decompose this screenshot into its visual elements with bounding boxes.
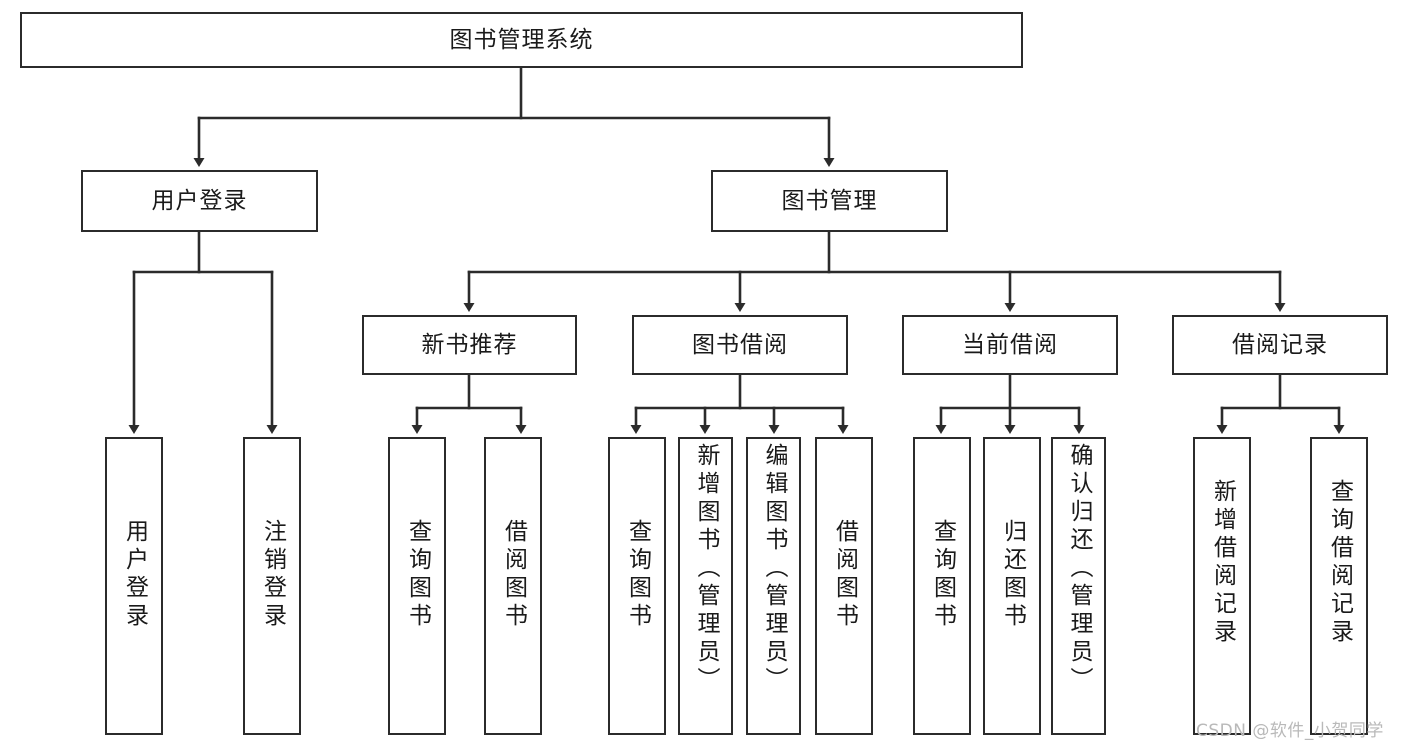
node-label: 用户登录 — [151, 187, 248, 214]
node-label: 当前借阅 — [962, 331, 1058, 358]
leaf-borrow-record-add-record[interactable]: 新增借阅记录 — [1193, 437, 1251, 735]
leaf-current-borrow-query-book[interactable]: 查询图书 — [913, 437, 971, 735]
node-label: 查询图书 — [404, 519, 431, 631]
leaf-new-book-query-book[interactable]: 查询图书 — [388, 437, 446, 735]
leaf-book-borrow-borrow-book[interactable]: 借阅图书 — [815, 437, 873, 735]
leaf-user-login-logout[interactable]: 注销登录 — [243, 437, 301, 735]
node-label: 新增借阅记录 — [1209, 479, 1236, 647]
node-label: 借阅记录 — [1232, 331, 1328, 358]
leaf-new-book-borrow-book[interactable]: 借阅图书 — [484, 437, 542, 735]
leaf-current-borrow-return-book[interactable]: 归还图书 — [983, 437, 1041, 735]
leaf-user-login-login[interactable]: 用户登录 — [105, 437, 163, 735]
node-label: 查询图书 — [929, 519, 956, 631]
leaf-book-borrow-edit-book-admin[interactable]: 编辑图书（管理员） — [746, 437, 801, 735]
node-label: 用户登录 — [121, 519, 148, 631]
leaf-current-borrow-confirm-return-admin[interactable]: 确认归还（管理员） — [1051, 437, 1106, 735]
node-new-book-recommend[interactable]: 新书推荐 — [362, 315, 577, 375]
node-root-book-management-system[interactable]: 图书管理系统 — [20, 12, 1023, 68]
node-label: 查询图书 — [624, 519, 651, 631]
node-label: 图书管理 — [781, 187, 878, 214]
node-label: 注销登录 — [259, 519, 286, 631]
leaf-book-borrow-query-book[interactable]: 查询图书 — [608, 437, 666, 735]
node-label: 图书借阅 — [692, 331, 788, 358]
leaf-book-borrow-add-book-admin[interactable]: 新增图书（管理员） — [678, 437, 733, 735]
node-label: 新增图书（管理员） — [693, 443, 719, 695]
csdn-watermark: CSDN @软件_小贺同学 — [1196, 721, 1384, 741]
node-label: 查询借阅记录 — [1326, 479, 1353, 647]
node-label: 图书管理系统 — [449, 26, 594, 53]
node-label: 确认归还（管理员） — [1066, 443, 1092, 695]
node-user-login[interactable]: 用户登录 — [81, 170, 318, 232]
node-label: 归还图书 — [999, 519, 1026, 631]
node-label: 编辑图书（管理员） — [761, 443, 787, 695]
node-label: 新书推荐 — [421, 331, 518, 358]
node-borrow-record[interactable]: 借阅记录 — [1172, 315, 1388, 375]
node-current-borrow[interactable]: 当前借阅 — [902, 315, 1118, 375]
node-label: 借阅图书 — [500, 519, 527, 631]
node-book-management[interactable]: 图书管理 — [711, 170, 948, 232]
leaf-borrow-record-query-record[interactable]: 查询借阅记录 — [1310, 437, 1368, 735]
node-label: 借阅图书 — [831, 519, 858, 631]
node-book-borrow[interactable]: 图书借阅 — [632, 315, 848, 375]
